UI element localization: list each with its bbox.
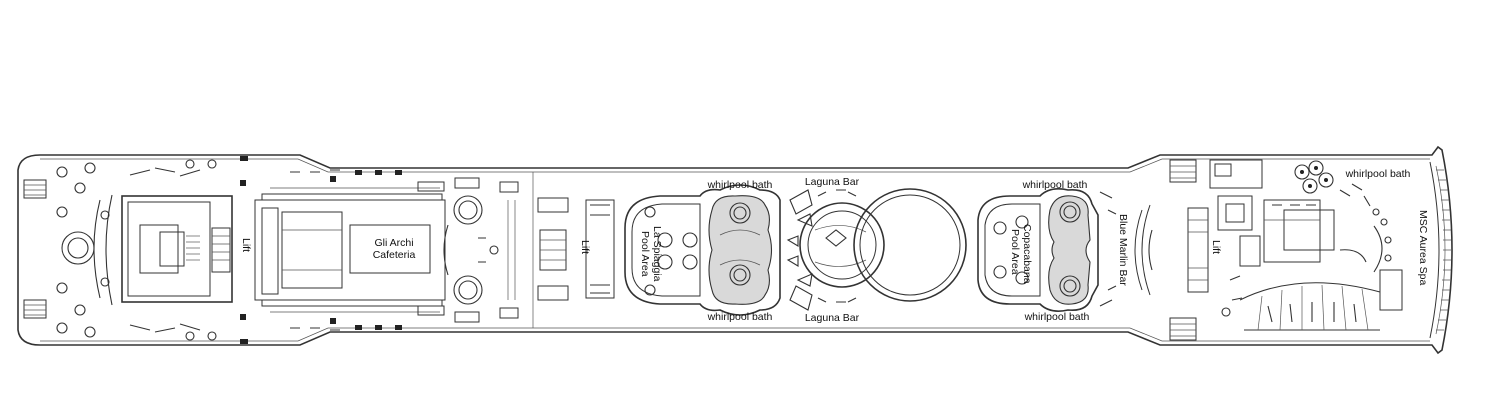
label-cafeteria-line2: Cafeteria bbox=[373, 249, 416, 261]
label-whirlpool-bottom-left: whirlpool bath bbox=[707, 311, 773, 323]
label-lift-aft: Lift bbox=[1210, 240, 1222, 254]
label-blue-marlin-bar: Blue Marlin Bar bbox=[1117, 214, 1129, 286]
cafeteria-area bbox=[254, 169, 446, 331]
label-la-spiaggia-line2: Pool Area bbox=[639, 231, 651, 277]
spa-area bbox=[1209, 159, 1403, 331]
la-spiaggia-pool bbox=[624, 184, 781, 316]
label-cafeteria-line1: Gli Archi bbox=[374, 237, 413, 249]
aft-lift-block bbox=[1134, 159, 1209, 341]
label-lift-mid: Lift bbox=[579, 240, 591, 254]
stern-spa bbox=[1429, 161, 1451, 339]
label-copacabana-line2: Pool Area bbox=[1009, 229, 1021, 275]
central-pool bbox=[853, 188, 967, 302]
label-laguna-bar-bottom: Laguna Bar bbox=[805, 312, 860, 324]
label-la-spiaggia-line1: La Spiaggia bbox=[651, 226, 663, 282]
label-whirlpool-bottom-right: whirlpool bath bbox=[1024, 311, 1090, 323]
laguna-bar bbox=[786, 189, 885, 311]
forward-core bbox=[121, 195, 233, 303]
label-whirlpool-spa: whirlpool bath bbox=[1345, 168, 1411, 180]
label-laguna-bar-top: Laguna Bar bbox=[805, 176, 860, 188]
mid-lift-block bbox=[537, 197, 615, 301]
label-aurea-spa: MSC Aurea Spa bbox=[1417, 210, 1429, 285]
cafeteria-aft-features bbox=[443, 177, 519, 323]
label-whirlpool-top-right: whirlpool bath bbox=[1022, 179, 1088, 191]
label-lift-forward: Lift bbox=[240, 238, 252, 252]
label-whirlpool-top-left: whirlpool bath bbox=[707, 179, 773, 191]
hull-outline bbox=[17, 145, 1453, 355]
forward-seating bbox=[23, 156, 248, 344]
copacabana-pool bbox=[977, 188, 1117, 312]
label-copacabana-line1: Copacabana bbox=[1021, 224, 1033, 284]
